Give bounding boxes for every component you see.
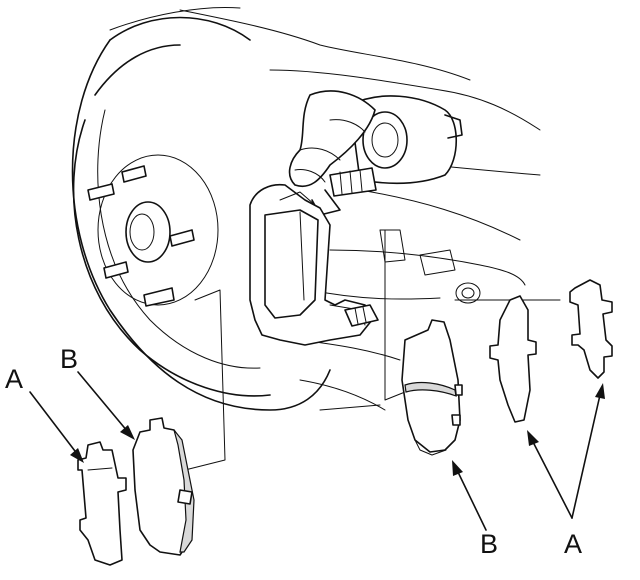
wheel-studs: [87, 165, 195, 307]
left-brake-pad: [132, 417, 195, 556]
callout-arrow-right-a-outer: [571, 383, 605, 519]
caliper-bracket: [249, 183, 379, 346]
suspension-knuckle: [109, 7, 541, 411]
callout-arrow-left-b: [77, 371, 135, 440]
callout-arrow-left-a: [29, 391, 84, 463]
label-right-pad: B: [480, 529, 498, 559]
right-shim-outer: [569, 279, 613, 379]
right-brake-pad: [401, 319, 463, 456]
callout-arrow-right-b: [452, 460, 487, 531]
label-right-shims: A: [564, 529, 582, 559]
label-left-pad: B: [60, 344, 78, 374]
leader-line-left: [184, 289, 226, 471]
brake-disc: [71, 16, 331, 411]
callout-arrow-right-a-inner: [527, 430, 573, 519]
caliper-assembly: [288, 90, 463, 216]
right-shim-inner: [489, 295, 537, 423]
label-left-shim: A: [5, 364, 23, 394]
left-shim: [77, 441, 127, 566]
leader-line-right: [384, 229, 411, 401]
